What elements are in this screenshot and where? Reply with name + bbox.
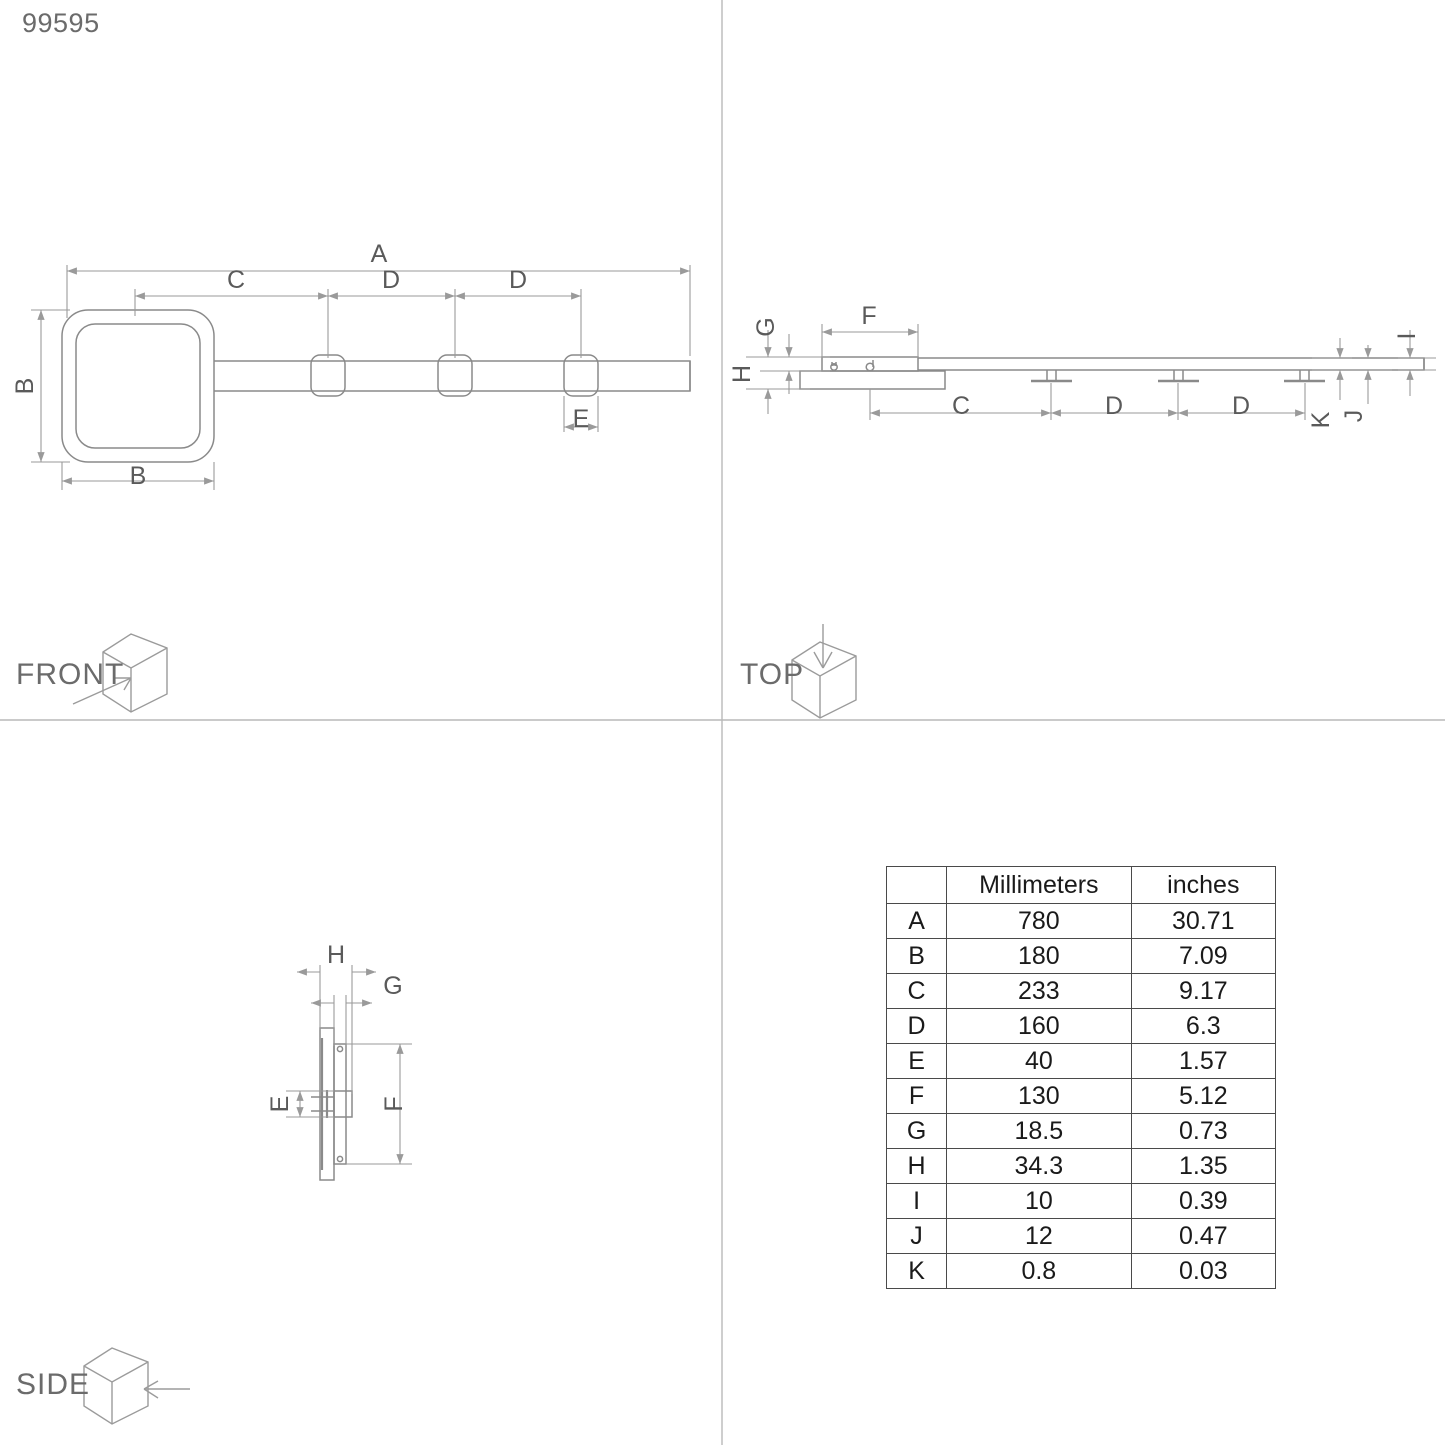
side-dimension-lines [286,965,412,1165]
front-dimension-lines [31,265,691,490]
front-view-geometry [61,309,691,463]
table-cell-in: 30.71 [1130,903,1277,939]
table-cell-in: 0.03 [1130,1253,1277,1289]
table-cell-in: 9.17 [1130,973,1277,1009]
view-label-side: SIDE [16,1368,91,1401]
table-header-inches: inches [1130,866,1277,904]
dim-label-h-top: H [728,365,756,383]
dim-label-b-height: B [11,378,39,395]
view-label-top: TOP [740,658,805,691]
front-dimension-labels: A C D D B B E [11,240,589,490]
dim-label-d2: D [509,266,527,294]
table-cell-in: 0.39 [1130,1183,1277,1219]
top-dimension-lines [746,324,1436,420]
table-cell-key: K [885,1253,948,1289]
dim-label-c: C [227,266,245,294]
dim-label-h-side: H [327,941,345,969]
table-cell-mm: 12 [946,1218,1132,1254]
table-cell-key: E [885,1043,948,1079]
dim-label-f-side: F [380,1096,408,1111]
table-cell-mm: 10 [946,1183,1132,1219]
table-header-row: Millimeters inches [885,866,1277,904]
dim-label-j-top: J [1340,410,1368,423]
table-cell-mm: 233 [946,973,1132,1009]
table-cell-key: A [885,903,948,939]
table-cell-key: C [885,973,948,1009]
top-view-geometry [799,356,1425,390]
table-cell-mm: 0.8 [946,1253,1132,1289]
dim-label-k-top: K [1307,411,1335,428]
dim-label-d1: D [382,266,400,294]
table-cell-mm: 18.5 [946,1113,1132,1149]
table-cell-key: H [885,1148,948,1184]
dim-label-d1-top: D [1105,392,1123,420]
dim-label-g-top: G [752,317,780,336]
dim-label-f-top: F [861,302,876,330]
table-cell-in: 0.73 [1130,1113,1277,1149]
dim-label-c-top: C [952,392,970,420]
top-dimension-labels: G H F C D D K J I [728,302,1421,428]
table-cell-key: D [885,1008,948,1044]
dim-label-d2-top: D [1232,392,1250,420]
table-cell-key: I [885,1183,948,1219]
table-header-key [885,866,948,904]
table-head: Millimeters inches [885,866,1277,904]
table-cell-key: J [885,1218,948,1254]
table-cell-mm: 780 [946,903,1132,939]
cube-side-arrow-icon [83,1347,190,1425]
table-cell-in: 1.35 [1130,1148,1277,1184]
drawing-code: 99595 [22,8,100,38]
table-cell-key: B [885,938,948,974]
table-cell-mm: 160 [946,1008,1132,1044]
dim-label-b-width: B [130,462,147,490]
table-cell-mm: 180 [946,938,1132,974]
side-dimension-labels: H G E F [266,941,408,1112]
table-cell-key: G [885,1113,948,1149]
table-cell-mm: 130 [946,1078,1132,1114]
table-cell-in: 6.3 [1130,1008,1277,1044]
side-view-geometry [311,1027,353,1181]
view-label-front: FRONT [16,658,125,691]
table-cell-in: 7.09 [1130,938,1277,974]
dim-label-a: A [371,240,388,268]
dim-label-i-top: I [1393,333,1421,340]
dim-label-e-side: E [266,1096,294,1113]
table-cell-in: 5.12 [1130,1078,1277,1114]
table-cell-in: 1.57 [1130,1043,1277,1079]
dim-label-e: E [573,405,590,433]
table-cell-key: F [885,1078,948,1114]
dim-label-g-side: G [383,972,402,1000]
table-cell-in: 0.47 [1130,1218,1277,1254]
table-cell-mm: 34.3 [946,1148,1132,1184]
table-header-millimeters: Millimeters [946,866,1132,904]
table-cell-mm: 40 [946,1043,1132,1079]
